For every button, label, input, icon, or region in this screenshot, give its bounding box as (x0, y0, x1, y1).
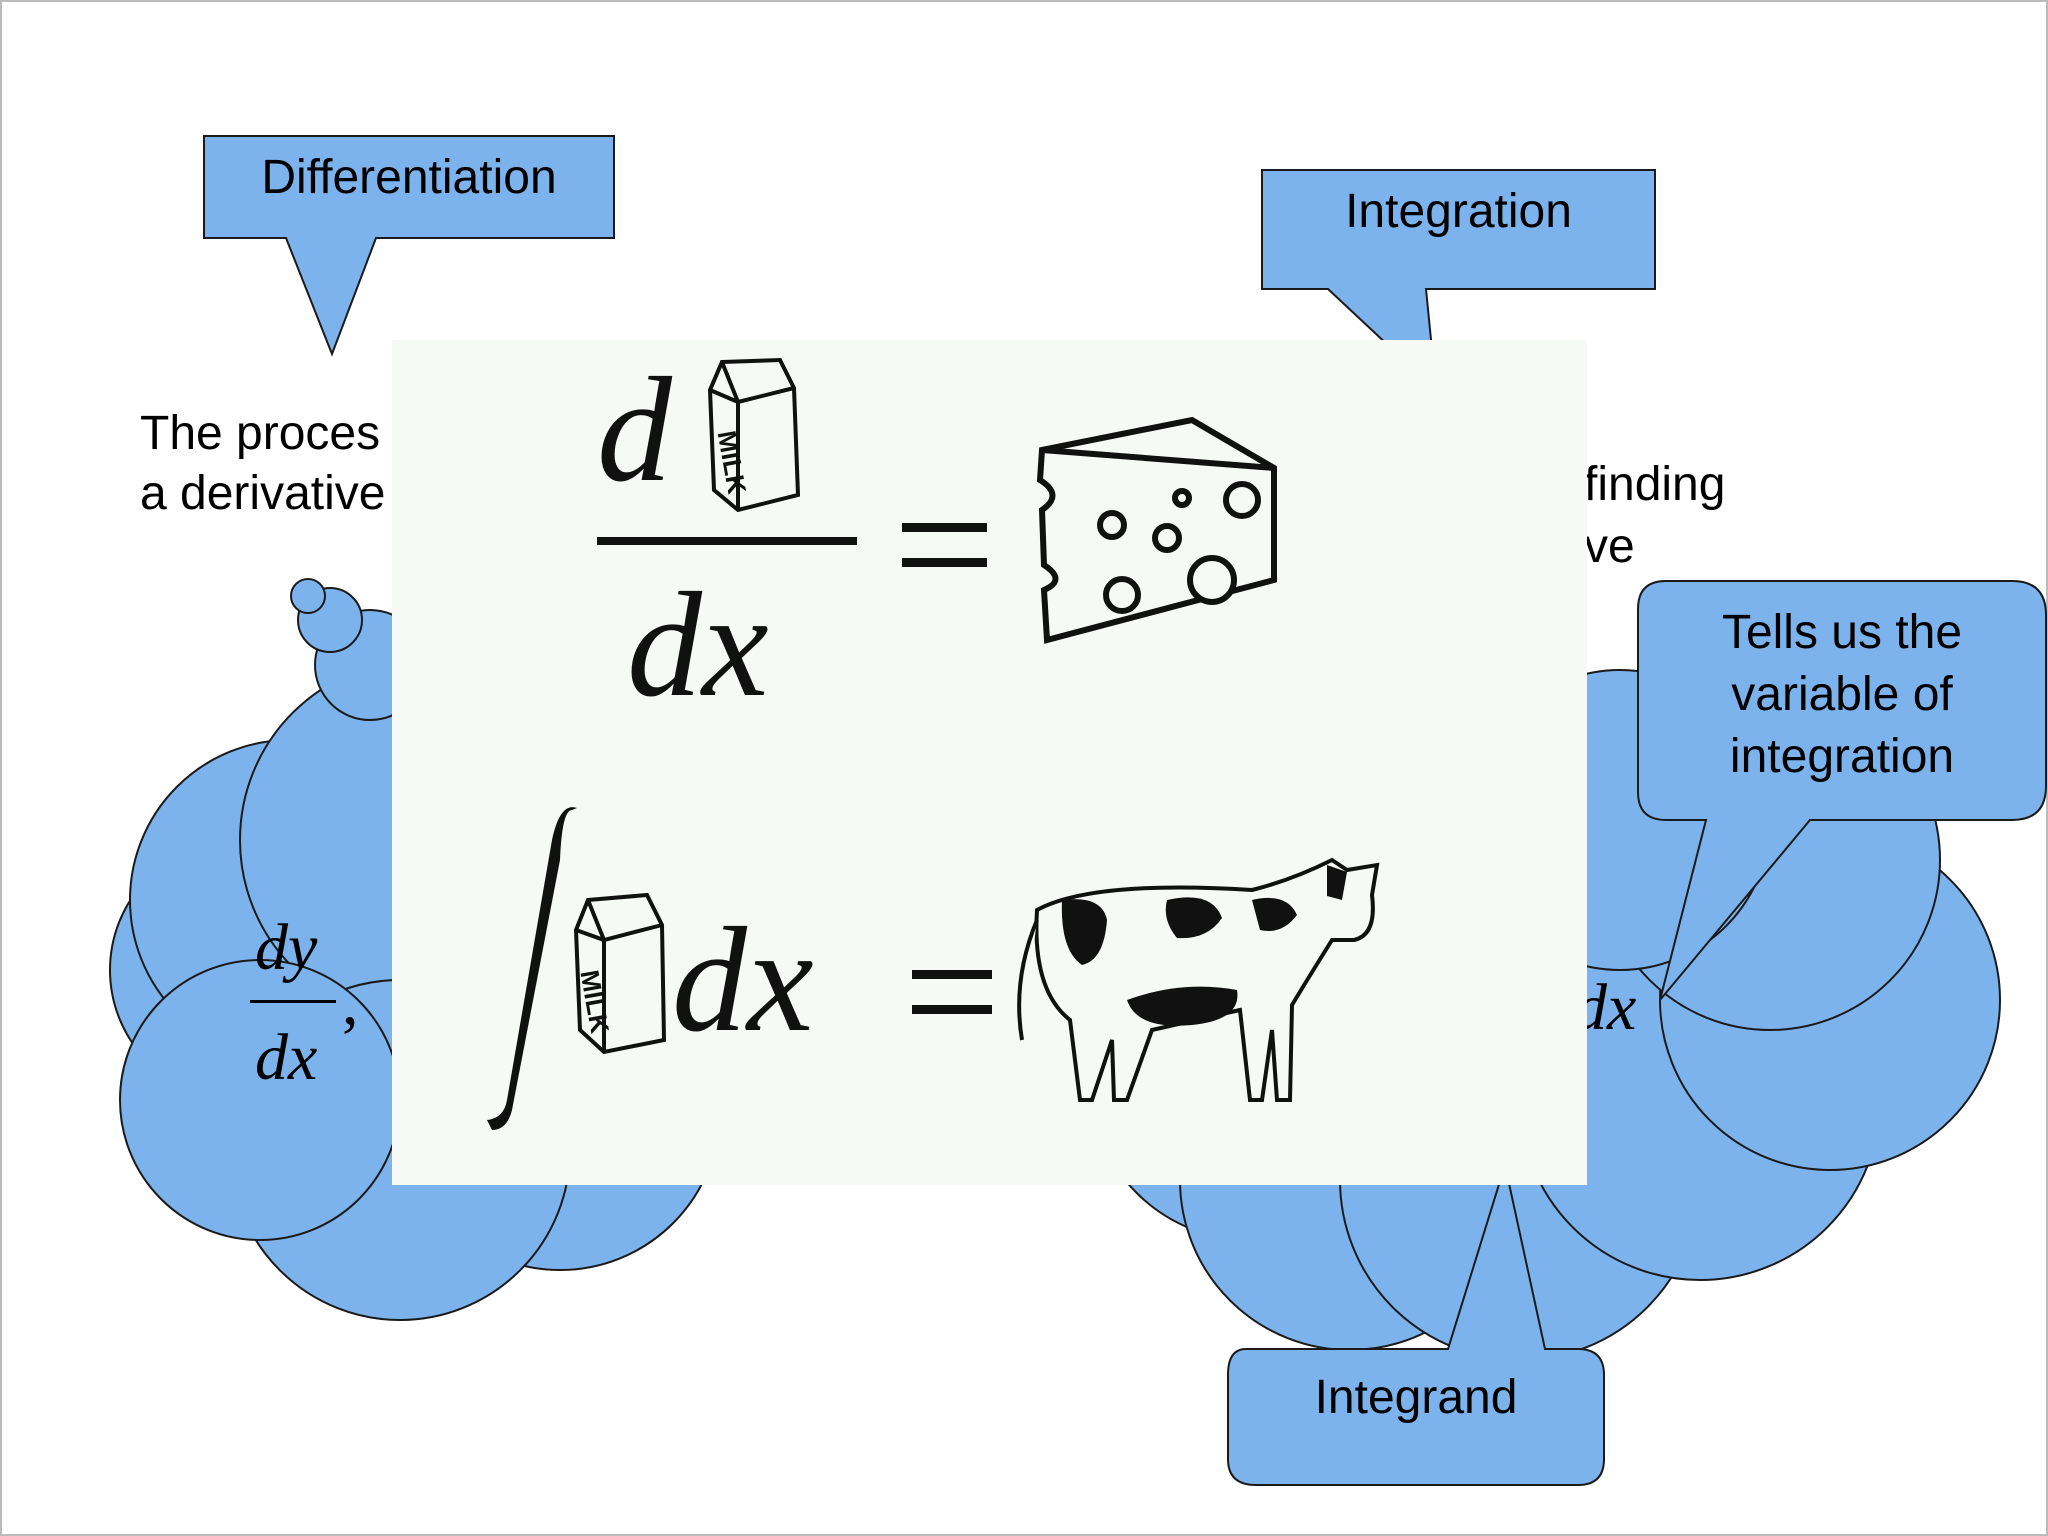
meme-graphics: d MILK dx (487, 347, 1380, 1130)
d-letter: d (597, 347, 673, 513)
variable-label-line-3: integration (1729, 730, 1955, 783)
variable-label-line-1: Tells us the (1721, 606, 1963, 659)
cow-spots (1061, 865, 1347, 1026)
integration-callout-shape (1261, 169, 1656, 393)
fraction-bar (250, 1000, 336, 1003)
integral-dx: dx (672, 897, 814, 1063)
integration-definition-line-1: finding (1584, 458, 1726, 511)
differentiation-callout-shape (203, 135, 615, 357)
integration-label: Integration (1345, 185, 1572, 238)
milk-carton-icon: MILK (707, 357, 801, 513)
variable-label-line-2: variable of (1731, 668, 1953, 721)
integrand-label: Integrand (1314, 1371, 1518, 1424)
milk-carton-bottom-icon: MILK (573, 892, 667, 1055)
cow-icon (1017, 857, 1380, 1102)
dx-denominator: dx (255, 1021, 318, 1094)
equals-2a (912, 970, 992, 979)
equals-1a (902, 523, 987, 532)
integrand-callout-shape (1227, 1161, 1605, 1486)
differentiation-label: Differentiation (261, 151, 557, 204)
variable-of-integration-label: Tells us the variable of integration (1638, 602, 2046, 788)
meme-image: d MILK dx (392, 340, 1587, 1185)
cheese-icon (1036, 416, 1277, 644)
dy-numerator: dy (255, 911, 318, 984)
differentiation-definition-line-2: a derivative (140, 467, 386, 520)
fraction-bar-center (597, 537, 857, 545)
differentiation-definition-line-1: The proces (140, 407, 381, 460)
integration-definition-line-2: ve (1584, 520, 1635, 573)
comma: , (342, 966, 359, 1039)
equals-1b (902, 558, 987, 567)
equals-2b (912, 1005, 992, 1014)
variable-callout-shape (1637, 580, 2047, 1001)
dx-letters: dx (627, 562, 769, 728)
integral-sign-icon (487, 807, 577, 1130)
